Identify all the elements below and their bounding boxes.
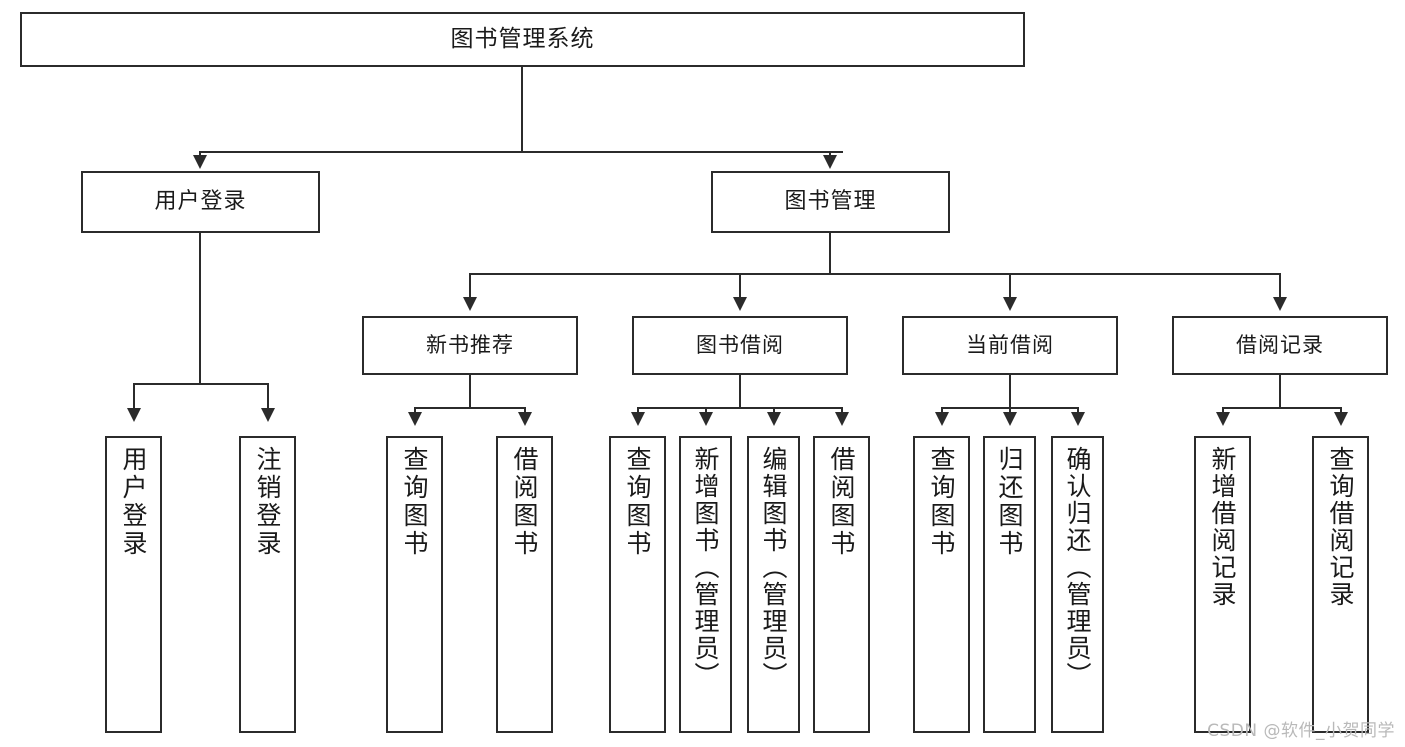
node-new-book-recommendation-label: 新书推荐 — [426, 333, 514, 358]
connector-current-borrow-stem — [1009, 375, 1011, 407]
connector-to-book-borrow — [739, 273, 741, 301]
leaf-user-login-label: 用户登录 — [119, 446, 148, 558]
leaf-query-borrow-record[interactable]: 查询借阅记录 — [1312, 436, 1369, 733]
leaf-query-book-3[interactable]: 查询图书 — [913, 436, 970, 733]
leaf-add-borrow-record-label: 新增借阅记录 — [1208, 446, 1237, 608]
leaf-add-book-admin-label: 新增图书（管理员） — [691, 446, 720, 689]
connector-cb-leaf3 — [1077, 407, 1079, 415]
connector-new-book-rec-stem — [469, 375, 471, 407]
leaf-edit-book-admin[interactable]: 编辑图书（管理员） — [747, 436, 800, 733]
node-current-borrowing[interactable]: 当前借阅 — [902, 316, 1118, 375]
arrowhead-borrow-record — [1273, 297, 1287, 311]
leaf-edit-book-admin-label: 编辑图书（管理员） — [759, 446, 788, 689]
csdn-watermark: CSDN @软件_小贺同学 — [1207, 721, 1395, 741]
connector-nbr-leaf2 — [524, 407, 526, 415]
connector-bb-leaf2 — [705, 407, 707, 415]
arrowhead-leaf-query-book-1 — [408, 412, 422, 426]
leaf-logout-login-label: 注销登录 — [253, 446, 282, 558]
arrowhead-leaf-query-book-2 — [631, 412, 645, 426]
arrowhead-leaf-query-book-3 — [935, 412, 949, 426]
arrowhead-leaf-add-book — [699, 412, 713, 426]
connector-to-new-book-rec — [469, 273, 471, 301]
arrowhead-book-borrow — [733, 297, 747, 311]
arrowhead-leaf-return-book — [1003, 412, 1017, 426]
leaf-query-borrow-record-label: 查询借阅记录 — [1326, 446, 1355, 608]
node-current-borrowing-label: 当前借阅 — [966, 333, 1054, 358]
node-book-borrowing[interactable]: 图书借阅 — [632, 316, 848, 375]
leaf-query-book-1[interactable]: 查询图书 — [386, 436, 443, 733]
node-borrowing-record[interactable]: 借阅记录 — [1172, 316, 1388, 375]
leaf-confirm-return-admin-label: 确认归还（管理员） — [1063, 446, 1092, 689]
node-user-login[interactable]: 用户登录 — [81, 171, 320, 233]
connector-to-current-borrow — [1009, 273, 1011, 301]
connector-book-borrow-bus — [637, 407, 843, 409]
connector-bb-leaf3 — [773, 407, 775, 415]
connector-book-mgmt-stem — [829, 233, 831, 273]
arrowhead-user-login — [193, 155, 207, 169]
leaf-borrow-book-1[interactable]: 借阅图书 — [496, 436, 553, 733]
connector-user-login-bus — [133, 383, 267, 385]
leaf-confirm-return-admin[interactable]: 确认归还（管理员） — [1051, 436, 1104, 733]
leaf-return-book[interactable]: 归还图书 — [983, 436, 1036, 733]
connector-br-leaf2 — [1340, 407, 1342, 415]
leaf-borrow-book-1-label: 借阅图书 — [510, 446, 539, 558]
connector-user-login-leaf2 — [267, 383, 269, 411]
connector-borrow-record-stem — [1279, 375, 1281, 407]
node-user-login-label: 用户登录 — [154, 189, 247, 215]
leaf-return-book-label: 归还图书 — [995, 446, 1024, 558]
node-book-management[interactable]: 图书管理 — [711, 171, 950, 233]
arrowhead-current-borrow — [1003, 297, 1017, 311]
leaf-borrow-book-2[interactable]: 借阅图书 — [813, 436, 870, 733]
connector-br-leaf1 — [1222, 407, 1224, 415]
arrowhead-new-book-rec — [463, 297, 477, 311]
arrowhead-leaf-user-login — [127, 408, 141, 422]
leaf-add-book-admin[interactable]: 新增图书（管理员） — [679, 436, 732, 733]
arrowhead-leaf-query-record — [1334, 412, 1348, 426]
arrowhead-leaf-logout-login — [261, 408, 275, 422]
connector-cb-leaf2 — [1009, 407, 1011, 415]
connector-nbr-leaf1 — [414, 407, 416, 415]
arrowhead-leaf-edit-book — [767, 412, 781, 426]
connector-user-login-leaf1 — [133, 383, 135, 411]
connector-root-bus — [199, 151, 843, 153]
connector-cb-leaf1 — [941, 407, 943, 415]
connector-book-borrow-stem — [739, 375, 741, 407]
arrowhead-leaf-confirm-return — [1071, 412, 1085, 426]
leaf-query-book-2[interactable]: 查询图书 — [609, 436, 666, 733]
node-root-label: 图书管理系统 — [450, 26, 595, 53]
node-borrowing-record-label: 借阅记录 — [1236, 333, 1324, 358]
leaf-logout-login[interactable]: 注销登录 — [239, 436, 296, 733]
connector-user-login-stem — [199, 233, 201, 383]
node-new-book-recommendation[interactable]: 新书推荐 — [362, 316, 578, 375]
leaf-add-borrow-record[interactable]: 新增借阅记录 — [1194, 436, 1251, 733]
leaf-query-book-3-label: 查询图书 — [927, 446, 956, 558]
leaf-query-book-1-label: 查询图书 — [400, 446, 429, 558]
arrowhead-leaf-borrow-book-1 — [518, 412, 532, 426]
arrowhead-book-mgmt — [823, 155, 837, 169]
node-root-system[interactable]: 图书管理系统 — [20, 12, 1025, 67]
connector-to-borrow-record — [1279, 273, 1281, 301]
leaf-user-login[interactable]: 用户登录 — [105, 436, 162, 733]
connector-root-stem — [521, 67, 523, 151]
leaf-borrow-book-2-label: 借阅图书 — [827, 446, 856, 558]
connector-new-book-rec-bus — [414, 407, 525, 409]
connector-bb-leaf4 — [841, 407, 843, 415]
node-book-management-label: 图书管理 — [784, 189, 877, 215]
connector-borrow-record-bus — [1222, 407, 1340, 409]
leaf-query-book-2-label: 查询图书 — [623, 446, 652, 558]
arrowhead-leaf-add-record — [1216, 412, 1230, 426]
arrowhead-leaf-borrow-book-2 — [835, 412, 849, 426]
connector-book-mgmt-bus — [469, 273, 1280, 275]
connector-bb-leaf1 — [637, 407, 639, 415]
node-book-borrowing-label: 图书借阅 — [696, 333, 784, 358]
